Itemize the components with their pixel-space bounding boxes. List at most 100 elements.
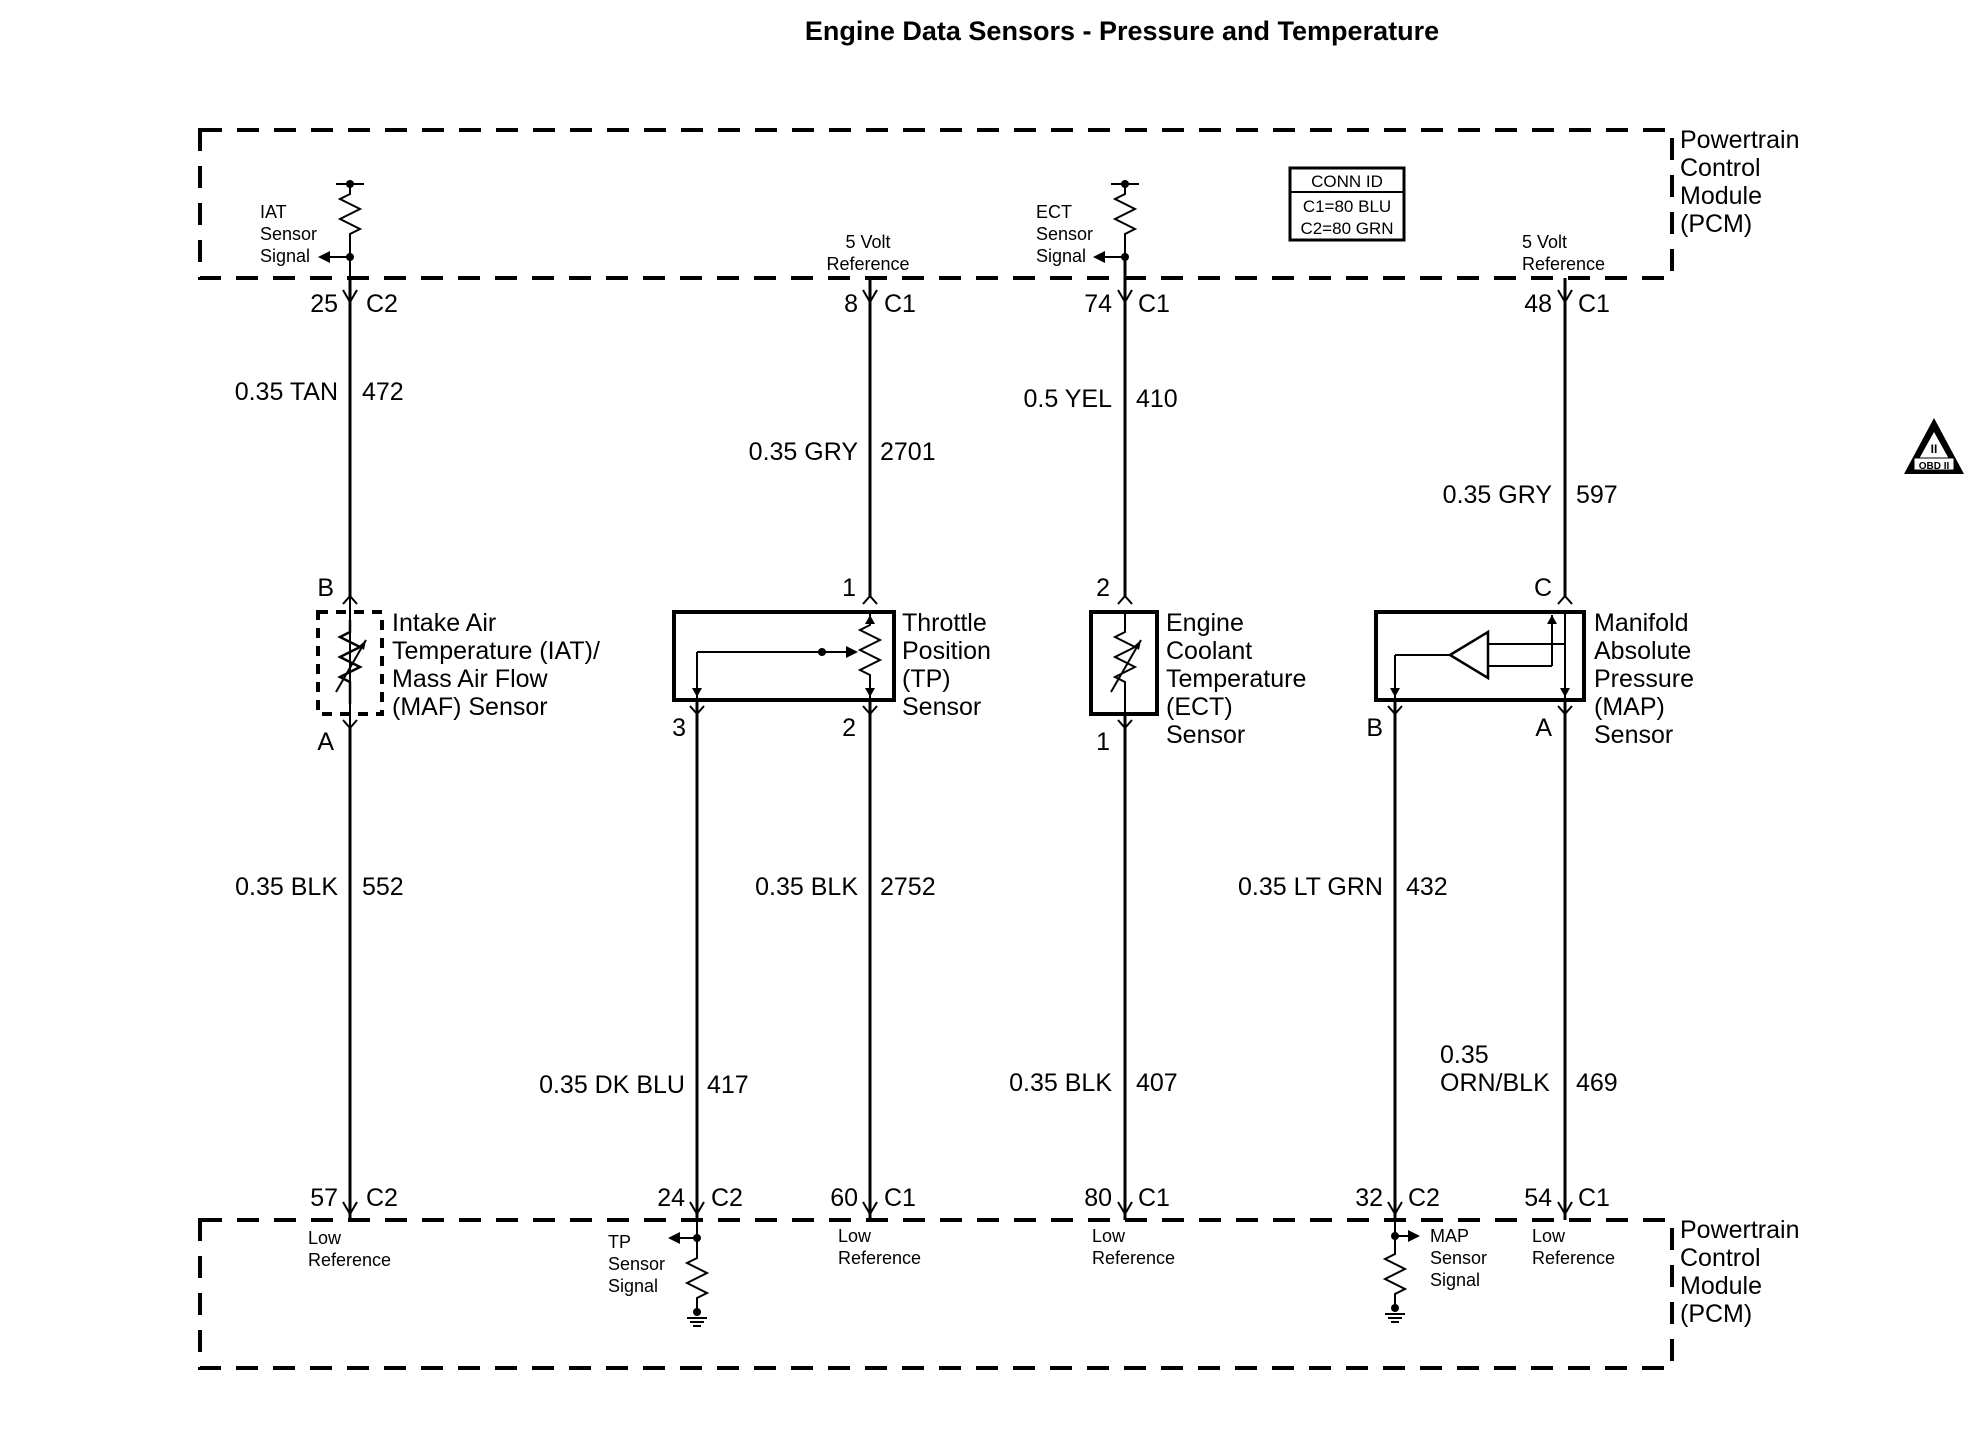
pcm-top-label-line: Powertrain — [1680, 126, 1800, 154]
iat-signal-arrow-icon — [318, 251, 330, 263]
arrow-icon — [692, 688, 702, 697]
iat-signal-label: IAT — [260, 202, 287, 222]
pcm-bottom-label: Powertrain Control Module (PCM) — [1680, 1216, 1800, 1328]
tp-pulldown-resistor-icon — [684, 1220, 710, 1310]
connector-pin-icon — [342, 594, 358, 605]
wire-color: 0.35 BLK — [235, 873, 338, 901]
pcm-bottom-label-line: Control — [1680, 1244, 1761, 1272]
map-pulldown-resistor-icon — [1382, 1220, 1408, 1306]
wire-color: 0.35 GRY — [1443, 481, 1553, 509]
circuit-number: 552 — [362, 873, 404, 901]
sensor-pin-label: 3 — [672, 714, 686, 742]
iat-pullup-resistor-icon — [337, 184, 363, 254]
arrow-icon — [1390, 688, 1400, 697]
pin-number: 25 — [310, 290, 338, 318]
tp-signal-arrow-icon — [668, 1232, 680, 1244]
connector-id: C1 — [1138, 1184, 1170, 1212]
pin-number: 74 — [1084, 290, 1112, 318]
ect-sensor-name: Engine — [1166, 609, 1244, 637]
ect-sensor-name: (ECT) — [1166, 693, 1233, 721]
iat-sensor-name: Temperature (IAT)/ — [392, 637, 600, 665]
map-sensor-name: Manifold — [1594, 609, 1689, 637]
sensor-pin-label: 2 — [1096, 574, 1110, 602]
low-reference-label: Reference — [308, 1250, 391, 1270]
connector-id: C1 — [884, 290, 916, 318]
pcm-top-label-line: (PCM) — [1680, 210, 1752, 238]
circuit-number: 472 — [362, 378, 404, 406]
connector-pin-icon — [1117, 594, 1133, 605]
circuit-number: 417 — [707, 1071, 749, 1099]
thermistor-slash-icon — [1110, 639, 1142, 693]
connector-id: C2 — [711, 1184, 743, 1212]
circuit-number: 407 — [1136, 1069, 1178, 1097]
pcm-bottom-label-line: (PCM) — [1680, 1300, 1752, 1328]
tp-sensor-name: Position — [902, 637, 991, 665]
circuit-number: 432 — [1406, 873, 1448, 901]
map-signal-label: Sensor — [1430, 1248, 1487, 1268]
iat-sensor-name: Intake Air — [392, 609, 496, 637]
pcm-top-label-line: Module — [1680, 182, 1762, 210]
tp-sensor-outline — [672, 610, 896, 702]
ect-pullup-resistor-icon — [1112, 184, 1138, 254]
obd-ii-icon: II OBD II — [1904, 418, 1964, 474]
connector-pin-icon — [1117, 1201, 1133, 1216]
sensor-pin-label: B — [317, 574, 334, 602]
sensor-pin-label: 2 — [842, 714, 856, 742]
diagram-title: Engine Data Sensors - Pressure and Tempe… — [805, 16, 1439, 46]
tp-signal-label: TP — [608, 1232, 631, 1252]
sensor-pin-label: B — [1366, 714, 1383, 742]
sensor-pin-label: C — [1534, 574, 1552, 602]
sensor-pin-label: 1 — [1096, 728, 1110, 756]
connector-pin-icon — [862, 594, 878, 605]
ect-sensor-name: Temperature — [1166, 665, 1306, 693]
pin-number: 32 — [1355, 1184, 1383, 1212]
wiper-arrow-icon — [846, 646, 858, 658]
circuit-number: 597 — [1576, 481, 1618, 509]
iat-sensor-name: Mass Air Flow — [392, 665, 549, 693]
thermistor-arrow-icon — [359, 640, 366, 650]
wire-color: 0.5 YEL — [1023, 385, 1112, 413]
map-signal-label: Signal — [1430, 1270, 1480, 1290]
arrow-icon — [1547, 615, 1557, 624]
connector-id: C2 — [366, 1184, 398, 1212]
wire-color: 0.35 DK BLU — [539, 1071, 685, 1099]
sensor-pin-label: A — [1535, 714, 1552, 742]
five-volt-reference-label: Reference — [1522, 254, 1605, 274]
wiper-node — [818, 648, 826, 656]
map-sensor-name: Absolute — [1594, 637, 1691, 665]
wire-color: 0.35 TAN — [235, 378, 338, 406]
map-sensor-name: Sensor — [1594, 721, 1673, 749]
connector-pin-icon — [689, 1201, 705, 1216]
map-sensor-name: Pressure — [1594, 665, 1694, 693]
ect-sensor-name: Coolant — [1166, 637, 1252, 665]
low-reference-label: Low — [838, 1226, 872, 1246]
five-volt-reference-label: Reference — [826, 254, 909, 274]
pin-number: 24 — [657, 1184, 685, 1212]
connector-id: C1 — [1578, 1184, 1610, 1212]
low-reference-label: Low — [308, 1228, 342, 1248]
arrow-icon — [865, 688, 875, 697]
iat-circuit: IAT Sensor Signal 25 C2 0.35 TAN 472 B A… — [235, 180, 600, 1270]
low-reference-label: Reference — [1092, 1248, 1175, 1268]
low-reference-label: Reference — [1532, 1248, 1615, 1268]
thermistor-icon — [1112, 612, 1138, 714]
wire-color: 0.35 — [1440, 1041, 1489, 1069]
connector-pin-icon — [862, 1201, 878, 1216]
amplifier-icon — [1447, 629, 1490, 681]
sensor-pin-label: 1 — [842, 574, 856, 602]
connector-pin-icon — [1557, 1201, 1573, 1216]
five-volt-reference-label: 5 Volt — [1522, 232, 1567, 252]
thermistor-slash-icon — [335, 639, 367, 693]
ect-signal-label: Sensor — [1036, 224, 1093, 244]
sensor-pin-label: A — [317, 728, 334, 756]
connector-pin-icon — [1387, 1201, 1403, 1216]
pin-number: 54 — [1524, 1184, 1552, 1212]
pcm-bottom-label-line: Powertrain — [1680, 1216, 1800, 1244]
pin-number: 8 — [844, 290, 858, 318]
circuit-number: 410 — [1136, 385, 1178, 413]
tp-signal-label: Signal — [608, 1276, 658, 1296]
ground-icon — [1385, 1313, 1405, 1323]
ect-sensor-name: Sensor — [1166, 721, 1245, 749]
thermistor-arrow-icon — [1134, 640, 1141, 650]
